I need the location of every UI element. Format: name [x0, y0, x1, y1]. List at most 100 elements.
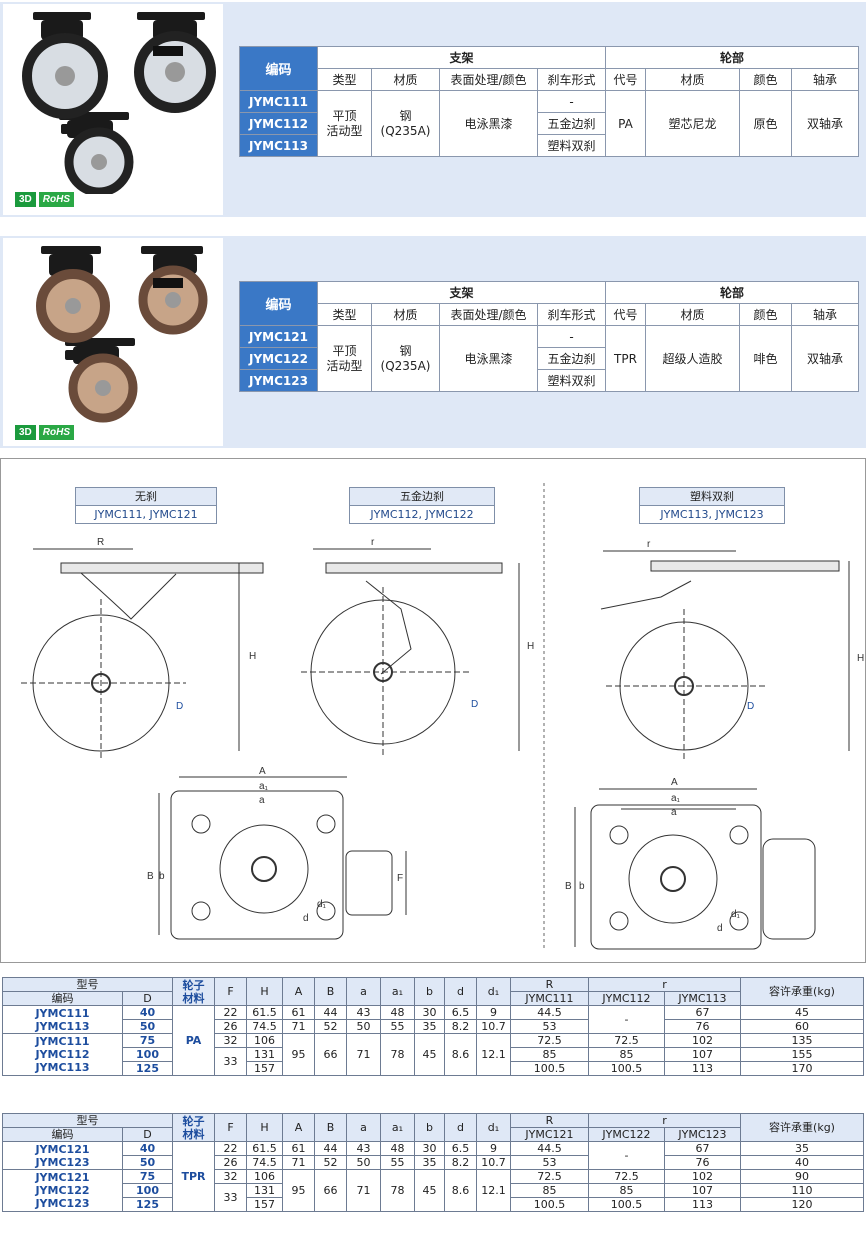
dim-label-b: b	[579, 881, 585, 892]
cell-D: 125	[122, 1061, 173, 1076]
cell-r113: 113	[664, 1061, 741, 1076]
label-title: 五金边刹	[350, 488, 494, 506]
product-panel-jymc121: 3D RoHS 编码 支架 轮部 类型 材质 表面处理/颜色 刹车形式 代号 材…	[0, 236, 866, 448]
badge-rohs: RoHS	[38, 192, 75, 207]
dim-label-r: r	[371, 537, 375, 548]
cell-F: 26	[214, 1155, 247, 1170]
cell-a: 71	[346, 1033, 381, 1076]
label-models: JYMC111, JYMC121	[94, 508, 198, 521]
cell-A: 95	[282, 1169, 315, 1212]
header-B: B	[314, 1113, 347, 1142]
dim-label-A: A	[259, 766, 266, 777]
header-d1: d₁	[476, 1113, 511, 1142]
cell-d1: 10.7	[476, 1155, 511, 1170]
cell-F: 22	[214, 1141, 247, 1156]
cell-R: 72.5	[510, 1169, 589, 1184]
cell-R: 53	[510, 1019, 589, 1034]
cell-D: 40	[122, 1141, 173, 1156]
cell-H: 131	[246, 1183, 283, 1198]
cell-a1: 78	[380, 1169, 415, 1212]
cell-b: 35	[414, 1019, 445, 1034]
bracket-material-cell: 钢 (Q235A)	[371, 325, 440, 392]
cell-r112: 72.5	[588, 1033, 665, 1048]
cell-R: 44.5	[510, 1141, 589, 1156]
cell-B: 52	[314, 1155, 347, 1170]
cell-H: 61.5	[246, 1005, 283, 1020]
cell-d1: 12.1	[476, 1169, 511, 1212]
cell-r123: 67	[664, 1141, 741, 1156]
cell-F: 33	[214, 1183, 247, 1212]
cell-load: 45	[740, 1005, 864, 1020]
dim-label-R: R	[97, 537, 104, 548]
code-cell: JYMC112	[239, 112, 318, 135]
cell-material: PA	[172, 1005, 215, 1076]
label-side-brake: 五金边刹 JYMC112, JYMC122	[349, 487, 495, 524]
cell-r112: -	[588, 1005, 665, 1034]
dimension-labels: R H D r H D r H D A a₁ a B b F d₁ d A a₁…	[97, 537, 864, 934]
cell-A: 71	[282, 1019, 315, 1034]
cell-R: 44.5	[510, 1005, 589, 1020]
cell-H: 131	[246, 1047, 283, 1062]
spec-table-jymc121: 编码 支架 轮部 类型 材质 表面处理/颜色 刹车形式 代号 材质 颜色 轴承 …	[239, 281, 859, 392]
wheel-header: 轮部	[605, 281, 859, 304]
cell-d: 8.6	[444, 1033, 477, 1076]
cell-a1: 55	[380, 1019, 415, 1034]
code-header: 编码	[239, 281, 318, 326]
col-wheel-material: 材质	[645, 303, 740, 326]
header-b: b	[414, 977, 445, 1006]
code: JYMC112	[35, 1048, 90, 1061]
cell-A: 95	[282, 1033, 315, 1076]
dim-label-H: H	[249, 651, 256, 662]
badge-3d: 3D	[15, 425, 36, 440]
brake-cell: -	[537, 325, 606, 348]
header-code: 编码	[2, 1127, 123, 1142]
dim-label-a1: a₁	[259, 781, 269, 792]
header-r-sub: JYMC112	[588, 991, 665, 1006]
code: JYMC122	[35, 1184, 90, 1197]
header-b: b	[414, 1113, 445, 1142]
cert-badges: 3D RoHS	[15, 425, 75, 440]
brake-cell: 塑料双刹	[537, 369, 606, 392]
cell-H: 106	[246, 1169, 283, 1184]
dim-label-a1: a₁	[671, 793, 681, 804]
header-d: d	[444, 977, 477, 1006]
cell-D: 75	[122, 1033, 173, 1048]
badge-3d: 3D	[15, 192, 36, 207]
dim-label-B: B	[147, 871, 154, 882]
cell-B: 66	[314, 1169, 347, 1212]
bearing-cell: 双轴承	[791, 325, 859, 392]
dim-label-H: H	[857, 653, 864, 664]
cell-load: 155	[740, 1047, 864, 1062]
col-type: 类型	[317, 303, 372, 326]
code: JYMC111	[35, 1006, 90, 1020]
wheel-material-cell: 超级人造胶	[645, 325, 740, 392]
header-r: r	[588, 1113, 741, 1128]
dim-label-H: H	[527, 641, 534, 652]
header-a: a	[346, 1113, 381, 1142]
cert-badges: 3D RoHS	[15, 192, 75, 207]
cell-d1: 10.7	[476, 1019, 511, 1034]
header-r-sub: JYMC123	[664, 1127, 741, 1142]
dim-label-r: r	[647, 539, 651, 550]
cell-b: 30	[414, 1005, 445, 1020]
spec-table-jymc111: 编码 支架 轮部 类型 材质 表面处理/颜色 刹车形式 代号 材质 颜色 轴承 …	[239, 46, 859, 157]
header-A: A	[282, 1113, 315, 1142]
code-cell: JYMC121	[239, 325, 318, 348]
caster-line-drawings: R H D r H D r H D A a₁ a B b F d₁ d A a₁…	[21, 483, 864, 950]
technical-drawing: 无刹 JYMC111, JYMC121 五金边刹 JYMC112, JYMC12…	[0, 458, 866, 963]
label-no-brake: 无刹 JYMC111, JYMC121	[75, 487, 217, 524]
code: JYMC121	[35, 1142, 90, 1156]
col-surface: 表面处理/颜色	[439, 303, 538, 326]
cell-d1: 9	[476, 1005, 511, 1020]
cell-b: 35	[414, 1155, 445, 1170]
code: JYMC123	[35, 1155, 90, 1169]
label-title: 塑料双刹	[640, 488, 784, 506]
code: JYMC113	[35, 1019, 90, 1033]
wheel-color-cell: 原色	[739, 90, 792, 157]
header-B: B	[314, 977, 347, 1006]
col-type: 类型	[317, 68, 372, 91]
cell-B: 52	[314, 1019, 347, 1034]
code-cell: JYMC122	[239, 347, 318, 370]
cell-F: 32	[214, 1033, 247, 1048]
